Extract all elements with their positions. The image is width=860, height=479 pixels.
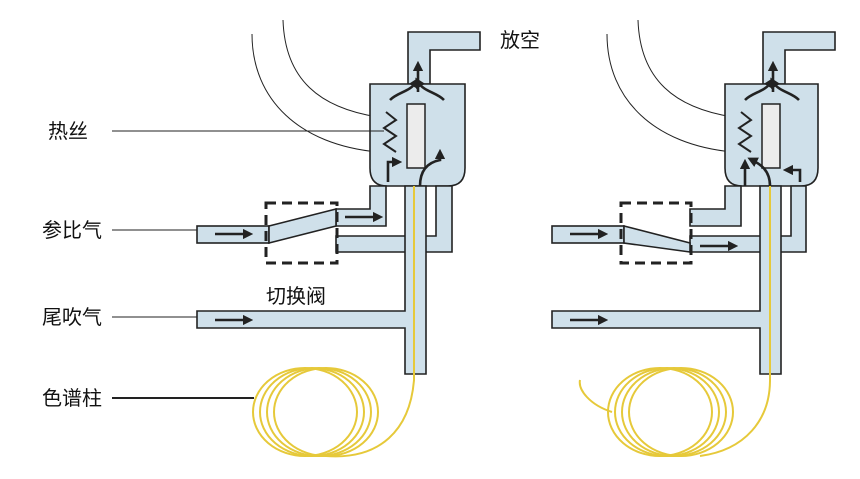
makeup-main-pipe (196, 185, 427, 375)
right-makeup-main-pipe (551, 185, 782, 375)
right-cell-right-arrow (782, 164, 802, 182)
cell-top-left-arrow (389, 77, 419, 101)
left-panel (112, 19, 481, 458)
right-cell-top-right-arrow (770, 77, 800, 101)
valve-channel (268, 207, 337, 245)
right-valve-channel (623, 224, 691, 253)
vent-label: 放空 (500, 28, 540, 52)
filament-callout-curve-inner (282, 19, 379, 118)
right-switching-valve-box (619, 201, 693, 265)
right-cell-center-arrow (747, 157, 772, 187)
reference-gas-label: 参比气 (42, 218, 102, 242)
filament-callout-curve-outer (251, 33, 379, 153)
column-coil (252, 186, 417, 458)
right-filament-zigzag-icon (737, 111, 753, 153)
switching-valve-box (264, 201, 339, 265)
filament-label: 热丝 (48, 119, 88, 143)
right-column-coil (578, 186, 771, 457)
filament-element (406, 103, 426, 169)
makeup-gas-label: 尾吹气 (42, 305, 102, 329)
switching-valve-label: 切换阀 (266, 284, 326, 308)
right-cell-top-left-arrow (744, 77, 774, 101)
filament-zigzag-icon (382, 111, 398, 153)
reference-channel (335, 185, 387, 227)
cell-right-arrow (418, 148, 446, 187)
right-callout-curve-inner (637, 19, 734, 118)
right-filament-element (761, 103, 781, 169)
column-label: 色谱柱 (42, 386, 102, 410)
right-callout-curve-outer (606, 33, 734, 153)
cell-top-right-arrow (415, 77, 445, 101)
right-upper-channel (689, 185, 742, 227)
right-panel (551, 19, 836, 457)
cell-left-arrow (386, 156, 403, 182)
